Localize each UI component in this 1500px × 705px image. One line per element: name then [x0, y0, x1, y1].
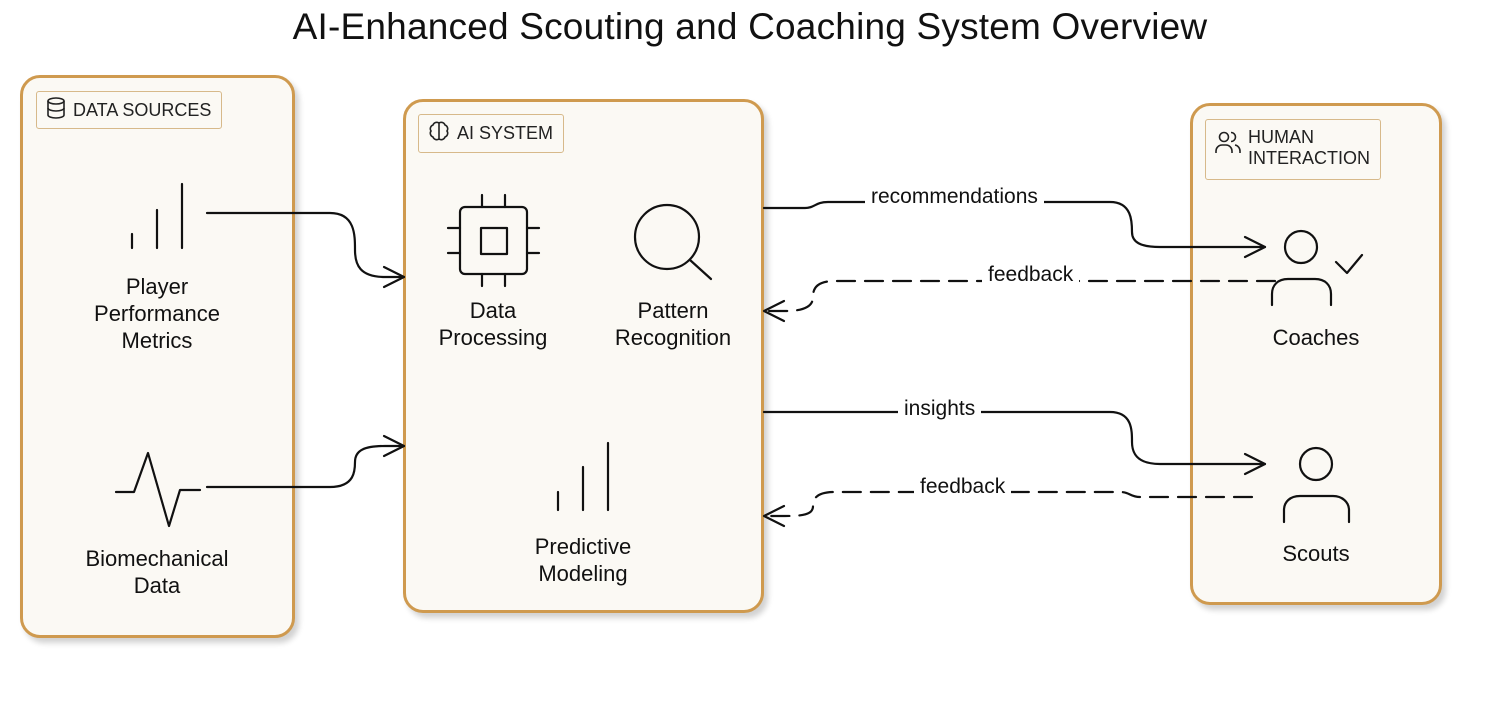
edge-label-feedback-scouts: feedback — [914, 475, 1012, 499]
brain-icon — [427, 119, 451, 148]
users-icon — [1214, 129, 1242, 160]
edge-label-recommendations: recommendations — [865, 185, 1044, 209]
data-sources-label: DATA SOURCES — [73, 99, 212, 120]
data-sources-tag: DATA SOURCES — [36, 91, 223, 129]
human-interaction-tag: HUMAN INTERACTION — [1205, 119, 1382, 180]
edge-label-insights: insights — [898, 397, 982, 421]
node-label-player-metrics: Player Performance Metrics — [94, 274, 220, 353]
arrowhead-biomechanical — [382, 434, 406, 458]
edge-biomechanical-to-ai — [205, 444, 406, 489]
node-label-coaches: Coaches — [1272, 325, 1360, 350]
user-icon — [1282, 446, 1351, 524]
edge-feedback-scouts — [762, 490, 1254, 518]
node-label-predictive-modeling: Predictive Modeling — [534, 534, 632, 586]
edge-insights — [762, 410, 1267, 466]
arrowhead-player-metrics — [382, 265, 406, 289]
cpu-icon — [446, 193, 541, 288]
node-label-scouts: Scouts — [1282, 541, 1350, 566]
arrowhead-feedback-scouts — [762, 504, 786, 528]
node-label-data-processing: Data Processing — [438, 298, 548, 350]
node-label-pattern-recognition: Pattern Recognition — [614, 298, 732, 350]
human-interaction-label-line2: INTERACTION — [1248, 148, 1371, 168]
arrowhead-insights — [1243, 452, 1267, 476]
diagram-title: AI-Enhanced Scouting and Coaching System… — [292, 6, 1208, 47]
ai-system-tag: AI SYSTEM — [418, 114, 565, 153]
edge-player-metrics-to-ai — [205, 211, 406, 279]
data-sources-panel — [20, 75, 295, 638]
database-icon — [45, 96, 67, 125]
edge-recommendations — [762, 200, 1267, 249]
search-icon — [633, 203, 713, 281]
bar-chart-icon — [556, 441, 610, 512]
edge-label-feedback-coaches: feedback — [982, 263, 1080, 287]
node-label-biomechanical: Biomechanical Data — [85, 546, 229, 598]
user-check-icon — [1270, 229, 1364, 307]
ai-system-panel — [403, 99, 764, 613]
bar-chart-icon — [130, 182, 184, 250]
ai-system-label: AI SYSTEM — [457, 123, 554, 143]
human-interaction-panel — [1190, 103, 1442, 605]
arrowhead-recommendations — [1243, 235, 1267, 259]
edge-feedback-coaches — [762, 279, 1277, 313]
arrowhead-feedback-coaches — [762, 299, 786, 323]
human-interaction-label-line1: HUMAN — [1248, 127, 1314, 147]
pulse-icon — [114, 451, 202, 528]
